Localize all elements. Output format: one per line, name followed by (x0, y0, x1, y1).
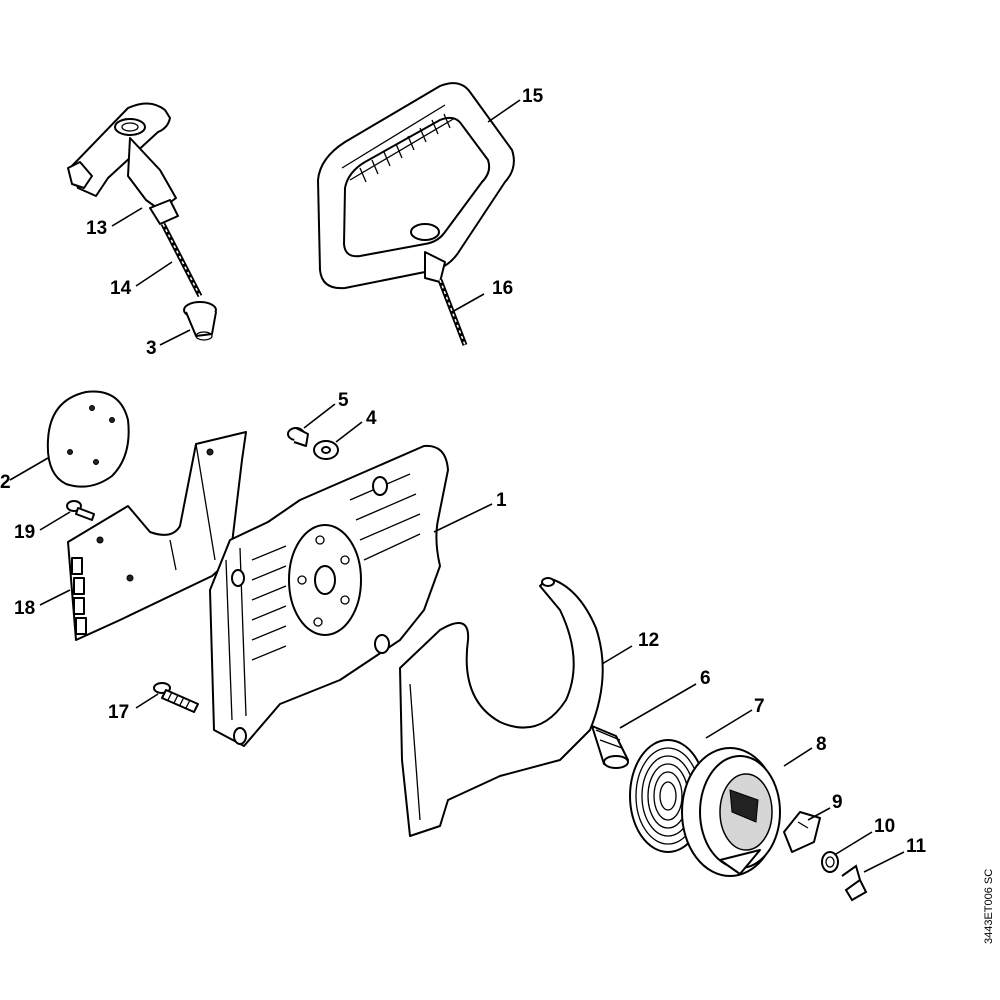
axle-pin[interactable] (591, 725, 629, 769)
callout-12: 12 (638, 630, 659, 651)
cover-plate[interactable] (67, 431, 247, 641)
screw-19[interactable] (66, 500, 95, 521)
spring-clip[interactable] (841, 864, 868, 902)
callout-7: 7 (754, 696, 765, 717)
callout-6: 6 (700, 668, 711, 689)
washer-4[interactable] (313, 440, 339, 460)
leader-lines (9, 99, 905, 873)
callout-13: 13 (86, 218, 107, 239)
callout-2: 2 (0, 472, 11, 493)
callout-19: 19 (14, 522, 35, 543)
washer-10[interactable] (821, 851, 839, 873)
callout-14: 14 (110, 278, 132, 299)
starter-cover[interactable] (399, 577, 604, 837)
starter-handle[interactable] (317, 82, 515, 290)
callout-16: 16 (492, 278, 513, 299)
starter-rope[interactable] (160, 222, 203, 298)
callout-8: 8 (816, 734, 827, 755)
callout-17: 17 (108, 702, 129, 723)
screw-17[interactable] (153, 682, 199, 713)
drawing-code: 3443ET006 SC (983, 869, 995, 944)
callout-9: 9 (832, 792, 843, 813)
callout-15: 15 (522, 86, 544, 107)
fan-housing[interactable] (209, 444, 449, 747)
rope-rotor[interactable] (681, 747, 781, 877)
rope-guide-bushing[interactable] (183, 301, 217, 341)
callout-labels: 15 13 14 16 3 5 4 2 1 19 18 12 6 17 7 8 … (0, 86, 927, 857)
starter-grip[interactable] (67, 102, 179, 225)
callout-18: 18 (14, 598, 35, 619)
callout-1: 1 (496, 490, 507, 511)
callout-11: 11 (906, 836, 927, 857)
callout-10: 10 (874, 816, 895, 837)
callout-3: 3 (146, 338, 157, 359)
pawl[interactable] (783, 811, 821, 853)
bushing-5[interactable] (287, 427, 309, 447)
decal-plate[interactable] (46, 390, 130, 488)
callout-5: 5 (338, 390, 349, 411)
callout-4: 4 (366, 408, 377, 429)
